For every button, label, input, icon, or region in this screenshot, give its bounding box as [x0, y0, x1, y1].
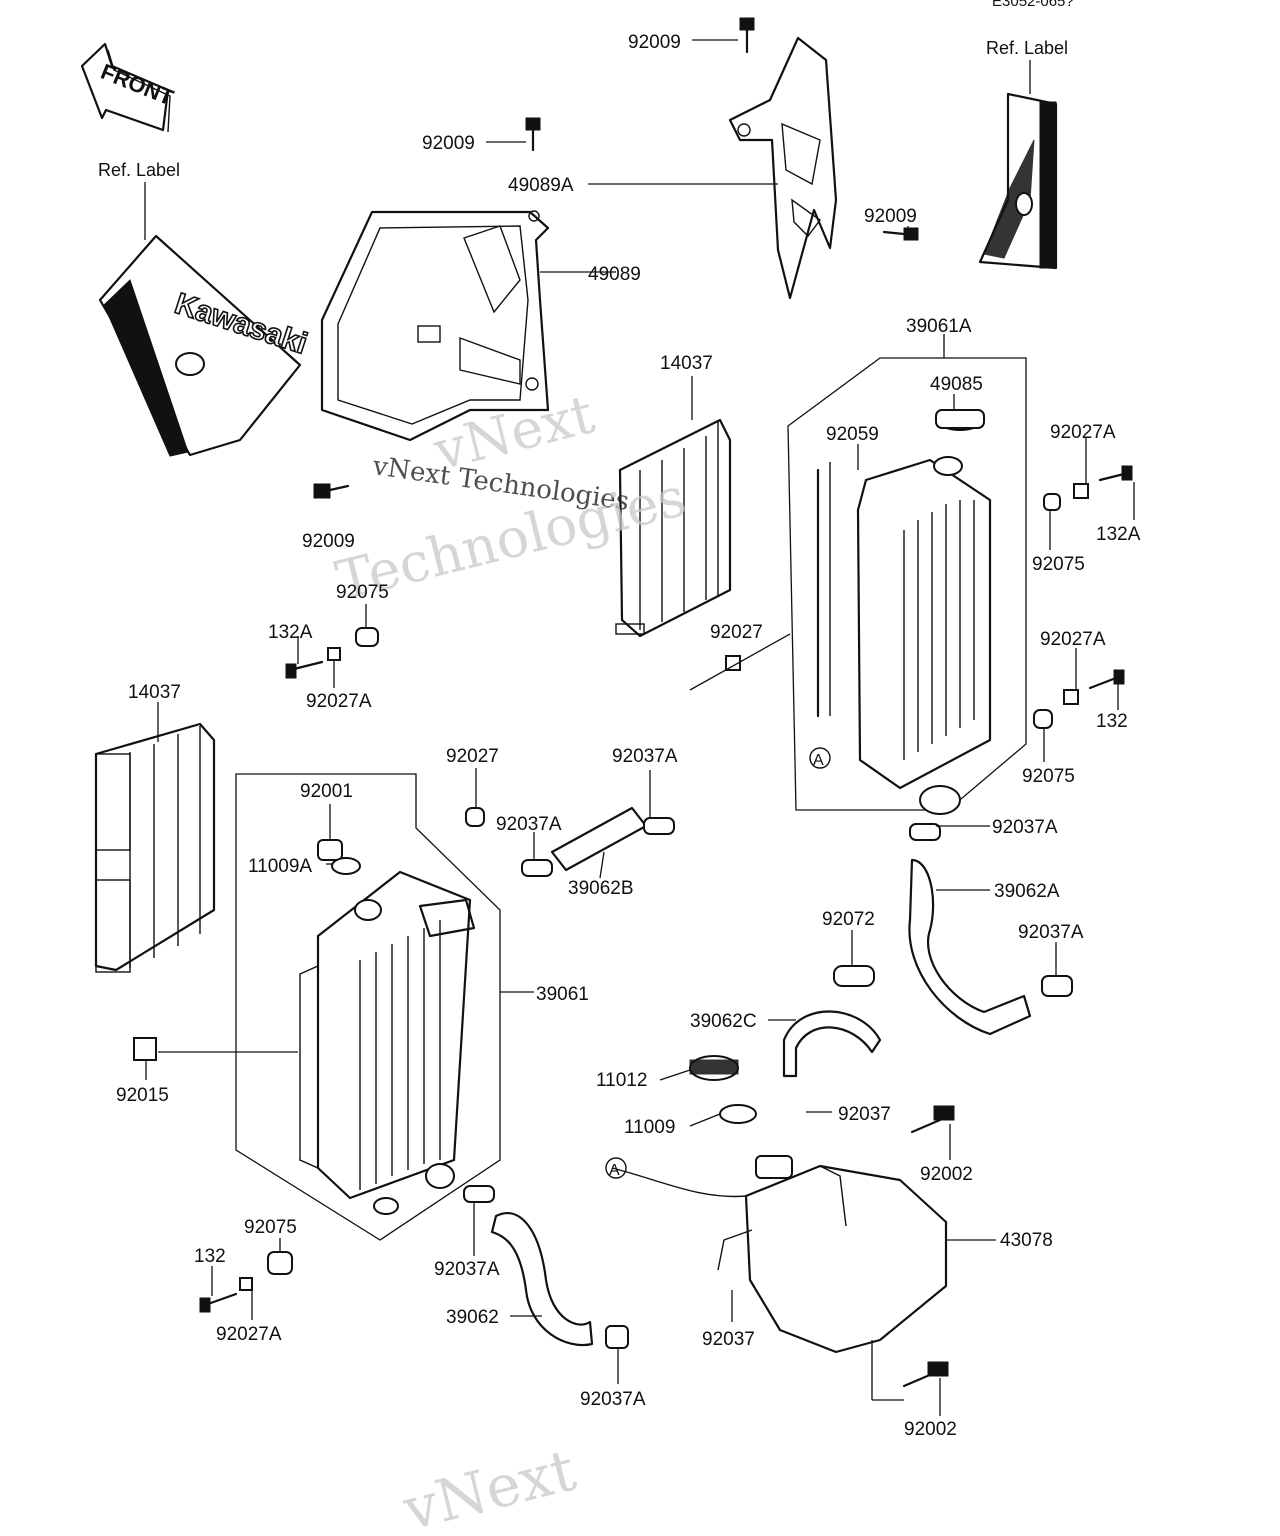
part-label: 92009	[302, 531, 355, 552]
decal-brand: Kawasaki	[171, 287, 311, 361]
part-label: 39062B	[568, 878, 634, 899]
part-label: 92037A	[612, 746, 678, 767]
part-label: 14037	[660, 353, 713, 374]
part-label: 49089	[588, 264, 641, 285]
part-label: 92027	[446, 746, 499, 767]
radiator-shroud-left	[320, 210, 550, 442]
watermark-vnext-bottom: vNext	[396, 1436, 582, 1536]
part-label: 92027	[710, 622, 763, 643]
cap-gasket	[719, 1104, 757, 1124]
hose-39062c	[782, 1010, 882, 1078]
part-label: 92075	[336, 582, 389, 603]
part-label: 92059	[826, 424, 879, 445]
part-label: 39062	[446, 1307, 499, 1328]
drawing-code: E3052-065?	[992, 0, 1074, 10]
reservoir-cap	[689, 1055, 739, 1081]
part-label: 132	[194, 1246, 226, 1267]
part-label: 92001	[300, 781, 353, 802]
part-label: 92037A	[434, 1259, 500, 1280]
part-label: 92009	[628, 32, 681, 53]
hose-39062a	[908, 858, 1032, 1036]
part-label: 11009A	[248, 856, 312, 877]
part-label: 39061A	[906, 316, 972, 337]
front-arrow-label: FRONT	[97, 59, 177, 111]
part-label: 92075	[1022, 766, 1075, 787]
svg-text:A: A	[813, 752, 824, 769]
part-label: 92002	[904, 1419, 957, 1440]
part-label: 92075	[244, 1217, 297, 1238]
part-label: 92037A	[496, 814, 562, 835]
part-label: 92037	[702, 1329, 755, 1350]
ref-label-left: Ref. Label	[98, 160, 180, 180]
part-label: 49085	[930, 374, 983, 395]
hose-39062	[490, 1212, 594, 1347]
part-label: 14037	[128, 682, 181, 703]
part-label: 92027A	[216, 1324, 282, 1345]
hose-39062b	[550, 806, 648, 872]
part-label: 132A	[1096, 524, 1141, 545]
part-label: 92075	[1032, 554, 1085, 575]
ref-label-right: Ref. Label	[986, 38, 1068, 58]
part-label: 92037A	[1018, 922, 1084, 943]
radiator-left-assembly	[235, 773, 501, 1241]
part-label: 92009	[864, 206, 917, 227]
front-arrow-icon: FRONT	[80, 42, 178, 133]
marker-a-right: A	[809, 747, 831, 769]
part-label: 92027A	[1050, 422, 1116, 443]
part-label: 92037A	[992, 817, 1058, 838]
part-label: 39061	[536, 984, 589, 1005]
part-label: 132A	[268, 622, 313, 643]
radiator-right-assembly	[787, 357, 1027, 815]
kawasaki-decal-right: Ref. Label	[978, 38, 1068, 270]
part-label: 92037A	[580, 1389, 646, 1410]
svg-text:A: A	[609, 1162, 620, 1179]
part-label: 39062C	[690, 1011, 757, 1032]
part-label: 132	[1096, 711, 1128, 732]
part-label: 92009	[422, 133, 475, 154]
part-label: 92072	[822, 909, 875, 930]
part-label: 39062A	[994, 881, 1060, 902]
marker-a-tank: A	[605, 1157, 627, 1179]
fasteners	[133, 17, 1133, 1388]
part-label: 11012	[596, 1070, 647, 1091]
part-label: 92027A	[306, 691, 372, 712]
radiator-guard-left	[94, 722, 216, 973]
reservoir-tank	[611, 1155, 948, 1354]
part-label: 43078	[1000, 1230, 1053, 1251]
part-label: 92027A	[1040, 629, 1106, 650]
part-label: 92015	[116, 1085, 169, 1106]
watermark-vnext: vNext	[427, 382, 601, 483]
part-label: 92002	[920, 1164, 973, 1185]
part-label: 92037	[838, 1104, 891, 1125]
part-label: 11009	[624, 1117, 675, 1138]
leader-lines	[145, 39, 1135, 1416]
radiator-shroud-right	[728, 36, 838, 300]
part-label: 49089A	[508, 175, 574, 196]
kawasaki-decal: Ref. Label Kawasaki	[98, 160, 312, 457]
radiator-guard-top	[615, 418, 732, 638]
